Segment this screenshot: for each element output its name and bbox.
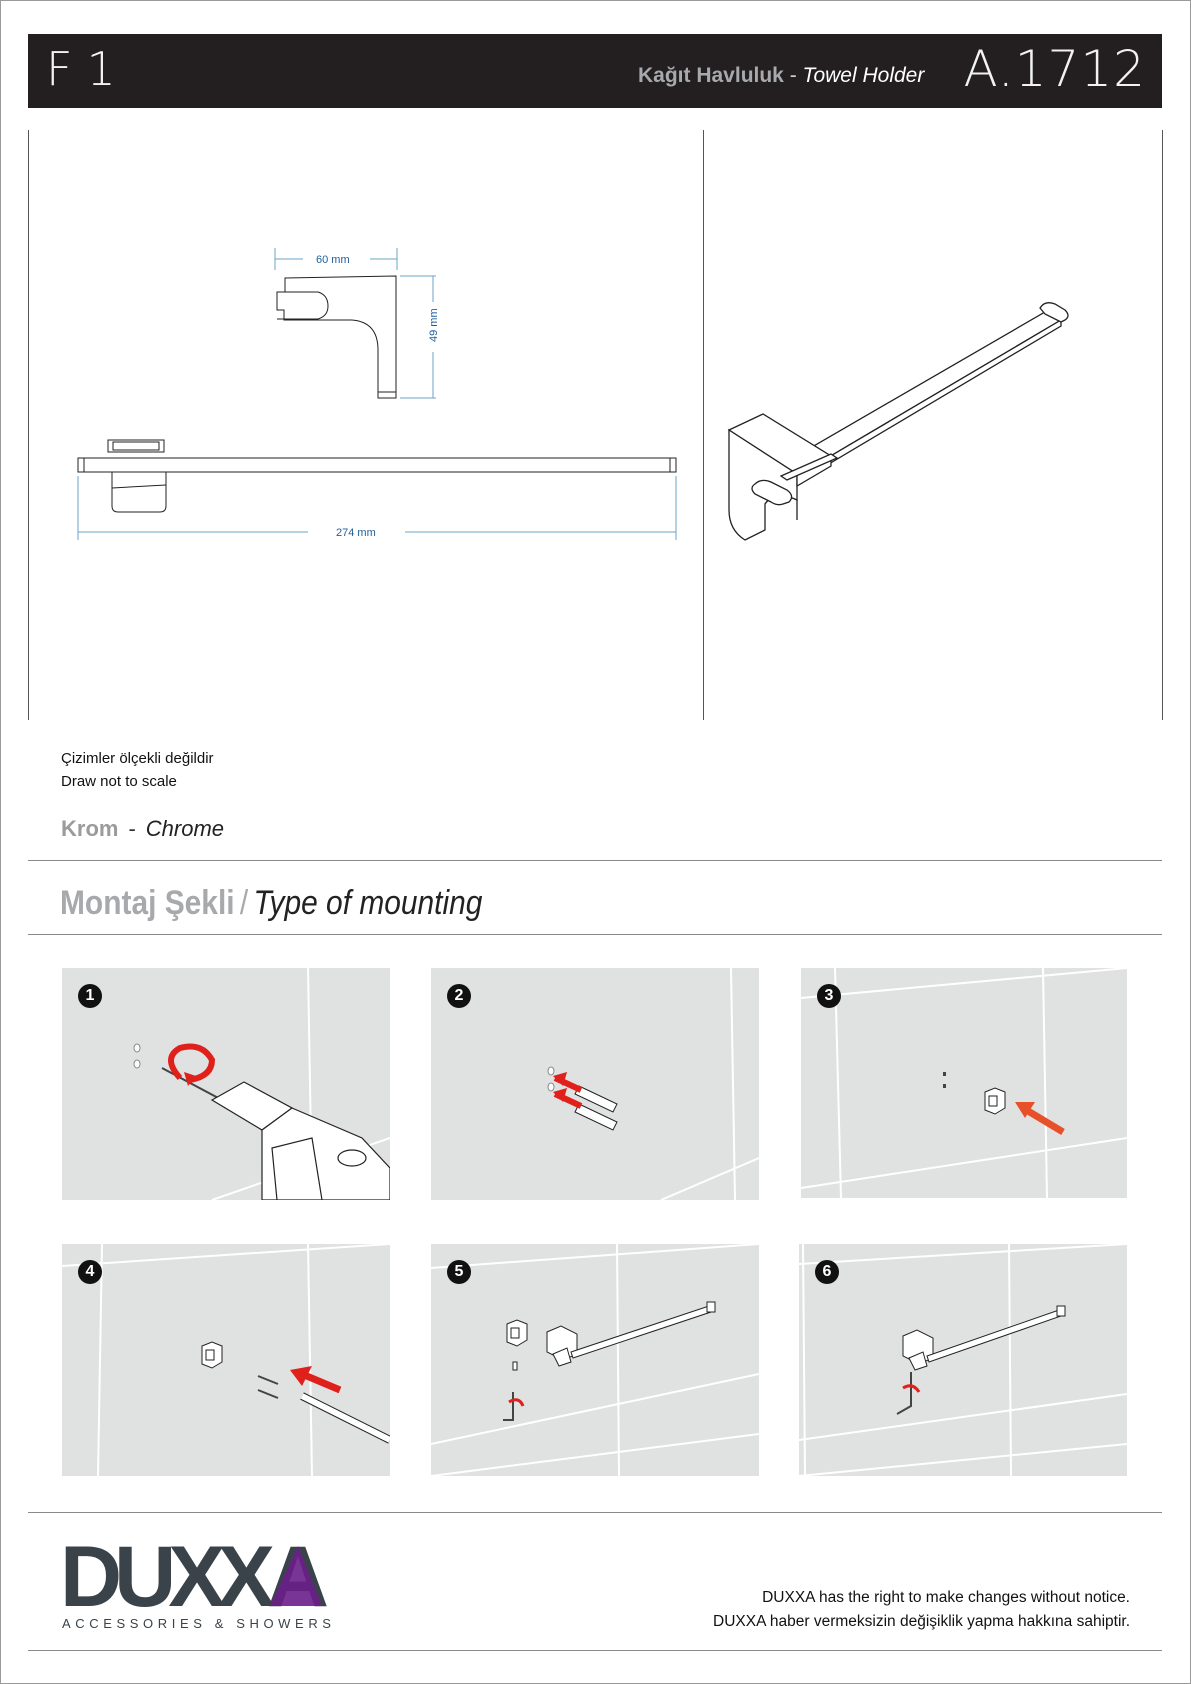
product-title: Kağıt Havluluk - Towel Holder — [638, 64, 924, 88]
drawing-right-border — [1162, 130, 1163, 720]
product-code: A.1712 — [963, 40, 1146, 98]
step-number-badge: 6 — [815, 1260, 839, 1284]
mounting-title-tr: Montaj Şekli — [60, 884, 235, 922]
technical-drawing: 60 mm 49 mm 274 mm — [77, 248, 677, 540]
logo-tagline: ACCESSORIES & SHOWERS — [62, 1616, 336, 1631]
series-label: F1 — [46, 42, 130, 96]
finish-en: Chrome — [145, 816, 225, 841]
product-title-separator: - — [783, 64, 803, 87]
scale-note-en: Draw not to scale — [61, 773, 177, 790]
divider-mounting — [28, 934, 1162, 935]
step-2-illustration — [547, 968, 759, 1200]
mounting-step-4: 4 — [62, 1244, 390, 1476]
product-title-tr: Kağıt Havluluk — [638, 64, 784, 87]
mounting-step-5: 5 — [431, 1244, 759, 1476]
step-number-badge: 1 — [78, 984, 102, 1008]
disclaimer-tr: DUXXA haber vermeksizin değişiklik yapma… — [713, 1613, 1130, 1630]
step-number-badge: 2 — [447, 984, 471, 1008]
mounting-step-6: 6 — [799, 1244, 1127, 1476]
drawing-center-divider — [703, 130, 704, 720]
step-3-illustration — [801, 968, 1127, 1198]
finish-tr: Krom — [61, 816, 119, 841]
finish-separator: - — [128, 816, 136, 841]
divider-bottom — [28, 1650, 1162, 1651]
step-6-illustration — [799, 1244, 1127, 1476]
dimension-length: 274 mm — [336, 527, 376, 539]
header-bar: F1 Kağıt Havluluk - Towel Holder A.1712 — [28, 34, 1162, 108]
step-4-illustration — [62, 1244, 390, 1476]
duxxa-logo: DUXXA — [60, 1540, 330, 1612]
mounting-title-separator: / — [239, 884, 249, 922]
scale-note-tr: Çizimler ölçekli değildir — [61, 750, 214, 767]
mounting-step-1: 1 — [62, 968, 390, 1200]
divider-footer — [28, 1512, 1162, 1513]
product-title-en: Towel Holder — [802, 64, 925, 87]
dimension-height: 49 mm — [428, 308, 440, 342]
dimension-width-top: 60 mm — [316, 254, 350, 266]
divider-top — [28, 860, 1162, 861]
front-view — [77, 439, 677, 513]
mounting-step-2: 2 — [431, 968, 759, 1200]
mounting-title-en: Type of mounting — [253, 884, 483, 922]
mounting-step-3: 3 — [801, 968, 1127, 1198]
disclaimer-en: DUXXA has the right to make changes with… — [762, 1589, 1130, 1606]
step-number-badge: 3 — [817, 984, 841, 1008]
step-number-badge: 5 — [447, 1260, 471, 1284]
step-number-badge: 4 — [78, 1260, 102, 1284]
mounting-title: Montaj Şekli/Type of mounting — [60, 884, 482, 923]
drawing-left-border — [28, 130, 29, 720]
side-view — [276, 275, 397, 399]
product-isometric-view — [727, 302, 1069, 541]
step-1-illustration — [133, 968, 390, 1200]
step-5-illustration — [431, 1244, 759, 1476]
finish-label: Krom-Chrome — [61, 816, 224, 842]
